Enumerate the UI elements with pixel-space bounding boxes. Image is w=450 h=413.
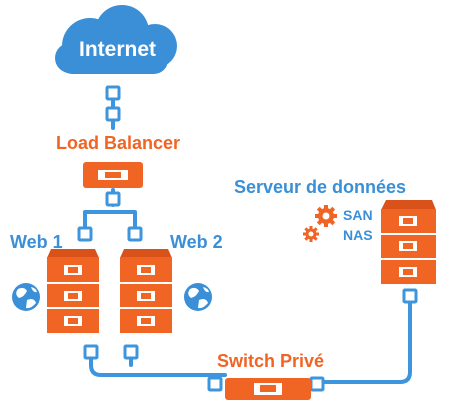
link-web1-switch bbox=[89, 348, 227, 377]
data-server-label: Serveur de données bbox=[234, 177, 407, 197]
globe-icon bbox=[12, 283, 40, 311]
switch-label: Switch Privé bbox=[217, 351, 325, 371]
web1-server-stack bbox=[47, 249, 99, 333]
data-server-stack bbox=[381, 200, 436, 284]
internet-label: Internet bbox=[79, 38, 157, 61]
load-balancer-unit bbox=[83, 162, 143, 188]
link-switch-dataserver bbox=[311, 292, 412, 384]
nas-label: NAS bbox=[343, 227, 373, 243]
globe-icon bbox=[184, 283, 212, 311]
load-balancer-label: Load Balancer bbox=[56, 133, 181, 153]
gears-icon bbox=[303, 205, 337, 242]
web2-label: Web 2 bbox=[170, 232, 223, 252]
web1-label: Web 1 bbox=[10, 232, 63, 252]
connector-nodes bbox=[77, 85, 418, 392]
san-label: SAN bbox=[343, 207, 373, 223]
switch-unit bbox=[225, 378, 311, 400]
web2-server-stack bbox=[120, 249, 172, 333]
cloud-icon bbox=[55, 5, 177, 74]
